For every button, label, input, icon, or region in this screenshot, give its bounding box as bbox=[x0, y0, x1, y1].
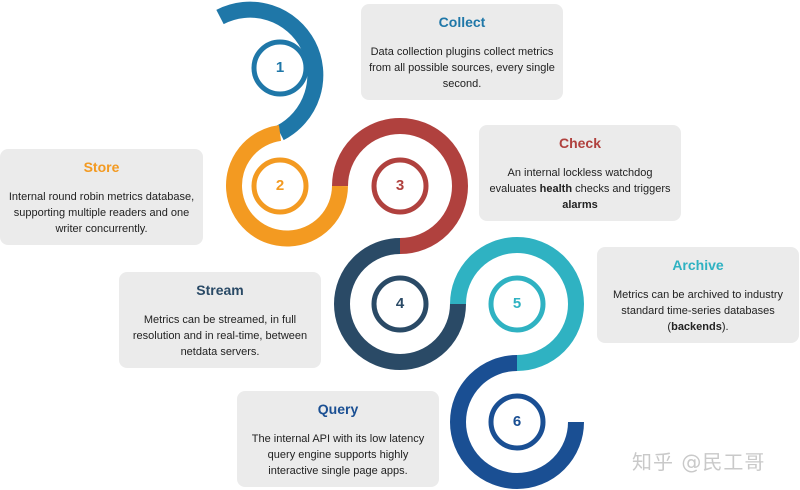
store-desc: Internal round robin metrics database, s… bbox=[8, 191, 195, 235]
inner-ring-stream bbox=[371, 275, 429, 333]
ring-check bbox=[332, 118, 468, 254]
collect-desc: Data collection plugins collect metrics … bbox=[369, 46, 555, 90]
archive-box: Archive Metrics can be archived to indus… bbox=[597, 247, 799, 343]
archive-title: Archive bbox=[672, 257, 724, 273]
check-box: Check An internal lockless watchdog eval… bbox=[479, 125, 681, 221]
inner-ring-collect bbox=[251, 39, 309, 97]
step-number-6: 6 bbox=[512, 413, 522, 430]
stream-box: Stream Metrics can be streamed, in full … bbox=[119, 272, 321, 368]
step-number-4: 4 bbox=[395, 295, 405, 312]
stream-desc: Metrics can be streamed, in full resolut… bbox=[132, 314, 308, 358]
arc-stream bbox=[334, 238, 466, 370]
step-number-1: 1 bbox=[275, 59, 285, 76]
arc-query bbox=[450, 355, 584, 489]
check-desc: An internal lockless watchdog evaluates … bbox=[489, 167, 671, 211]
store-title: Store bbox=[83, 159, 120, 175]
inner-ring-store bbox=[251, 157, 309, 215]
query-box: Query The internal API with its low late… bbox=[237, 391, 439, 487]
ring-query bbox=[450, 355, 584, 489]
stream-title: Stream bbox=[196, 282, 244, 298]
query-desc: The internal API with its low latency qu… bbox=[251, 433, 425, 477]
inner-ring-archive bbox=[488, 275, 546, 333]
archive-desc: Metrics can be archived to industry stan… bbox=[613, 289, 783, 333]
inner-ring-check bbox=[371, 157, 429, 215]
query-title: Query bbox=[317, 401, 359, 417]
step-number-2: 2 bbox=[275, 177, 285, 194]
arc-collect bbox=[216, 1, 324, 141]
arc-check bbox=[332, 118, 468, 254]
ring-archive bbox=[450, 237, 584, 371]
step-number-3: 3 bbox=[395, 177, 405, 194]
ring-collect bbox=[216, 1, 324, 141]
arc-store bbox=[226, 125, 348, 247]
store-box: Store Internal round robin metrics datab… bbox=[0, 149, 203, 245]
step-number-5: 5 bbox=[512, 295, 522, 312]
inner-ring-query bbox=[488, 393, 546, 451]
ring-stream bbox=[334, 238, 466, 370]
watermark: 知乎 @民工哥 bbox=[632, 450, 766, 474]
collect-box: Collect Data collection plugins collect … bbox=[361, 4, 563, 100]
arc-archive bbox=[450, 237, 584, 371]
check-title: Check bbox=[558, 135, 602, 151]
ring-store bbox=[226, 125, 348, 247]
collect-title: Collect bbox=[438, 14, 486, 30]
